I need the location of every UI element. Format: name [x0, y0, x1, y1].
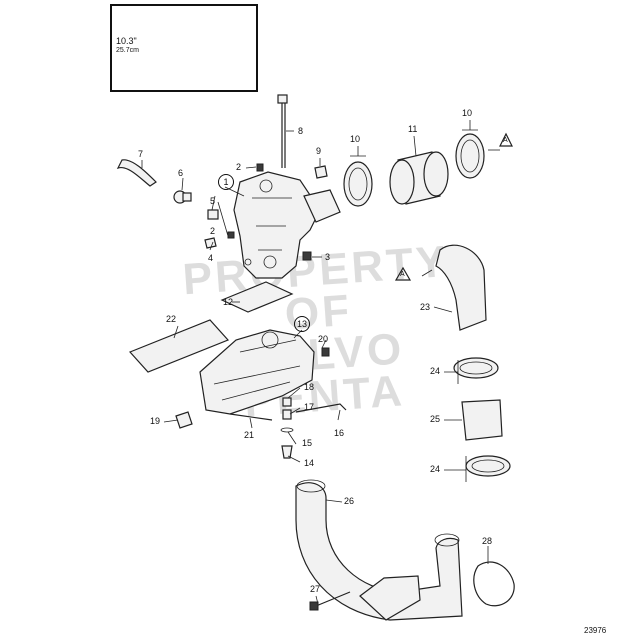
part-1-exhaust-elbow	[233, 171, 341, 279]
reference-triangle-upper	[499, 132, 513, 147]
part-6-fitting	[173, 190, 192, 204]
callout-28: 28	[482, 536, 493, 546]
reference-marker-lower: A	[400, 271, 405, 278]
callout-14: 14	[304, 458, 315, 468]
callout-2-lower: 2	[210, 226, 216, 236]
part-20-plug	[321, 347, 330, 357]
part-10-clamp-right	[455, 133, 485, 179]
callout-24-lower: 24	[430, 464, 441, 474]
part-12-gasket	[220, 281, 294, 313]
part-27-bolt-head	[309, 601, 319, 611]
inset-dimension: 10.3"	[116, 36, 137, 46]
callout-6: 6	[178, 168, 184, 178]
callout-25: 25	[430, 414, 441, 424]
callout-10-right: 10	[462, 108, 473, 118]
callout-10-left: 10	[350, 134, 361, 144]
part-28-gasket	[473, 561, 515, 607]
part-14	[281, 445, 293, 459]
callout-4: 4	[208, 253, 214, 263]
part-19-fitting	[175, 411, 193, 429]
part-27-bolt	[315, 591, 351, 607]
callout-2-upper: 2	[236, 162, 242, 172]
callout-18: 18	[304, 382, 315, 392]
leader-lines	[141, 120, 500, 605]
part-22-manifold-gasket	[128, 319, 230, 373]
pipe-flange	[359, 575, 421, 621]
callout-22: 22	[166, 314, 177, 324]
part-2-plug-upper	[256, 163, 264, 172]
callout-3: 3	[325, 252, 331, 262]
part-21-bolt	[229, 413, 273, 421]
part-8-bolt	[277, 94, 288, 168]
callout-21: 21	[244, 430, 255, 440]
part-15	[280, 427, 294, 433]
part-2-plug-lower	[227, 231, 235, 239]
callout-7: 7	[138, 149, 144, 159]
part-10-clamp-left	[343, 161, 373, 207]
part-11-bellows	[389, 151, 449, 205]
part-18	[282, 397, 292, 407]
callout-11: 11	[408, 124, 418, 134]
part-7-hose	[116, 159, 157, 187]
part-9-sensor	[314, 165, 328, 179]
part-26-exhaust-pipe	[295, 482, 463, 621]
part-3-plug	[302, 251, 312, 261]
callout-5: 5	[210, 196, 216, 206]
part-4-fitting	[204, 237, 217, 249]
reference-marker-upper: A	[503, 137, 508, 144]
callout-23: 23	[420, 302, 431, 312]
callout-12: 12	[223, 297, 234, 307]
callout-27: 27	[310, 584, 321, 594]
callout-20: 20	[318, 334, 329, 344]
reference-triangle-lower	[394, 266, 412, 281]
drawing-number: 23976	[584, 626, 607, 635]
pipe-outlet	[434, 533, 460, 547]
part-13-exhaust-manifold	[199, 329, 315, 415]
part-23-elbow-hose	[435, 244, 487, 331]
part-24-clamp-lower	[465, 455, 511, 477]
part-5-plug	[207, 209, 219, 220]
callout-26: 26	[344, 496, 355, 506]
callout-13: 13	[294, 316, 310, 332]
part-24-clamp-upper	[453, 357, 499, 379]
callout-1: 1	[218, 174, 234, 190]
pipe-inlet	[296, 479, 326, 493]
part-16-wire	[295, 403, 347, 413]
callout-19: 19	[150, 416, 161, 426]
part-25-bellows	[461, 399, 503, 441]
callout-9: 9	[316, 146, 322, 156]
drain-stack	[280, 397, 347, 459]
callout-15: 15	[302, 438, 313, 448]
callout-24-upper: 24	[430, 366, 441, 376]
inset-dimension-metric: 25.7cm	[116, 47, 139, 54]
callout-8: 8	[298, 126, 304, 136]
callout-16: 16	[334, 428, 345, 438]
inset-box	[110, 4, 258, 92]
part-17	[282, 409, 292, 420]
callout-17: 17	[304, 402, 315, 412]
